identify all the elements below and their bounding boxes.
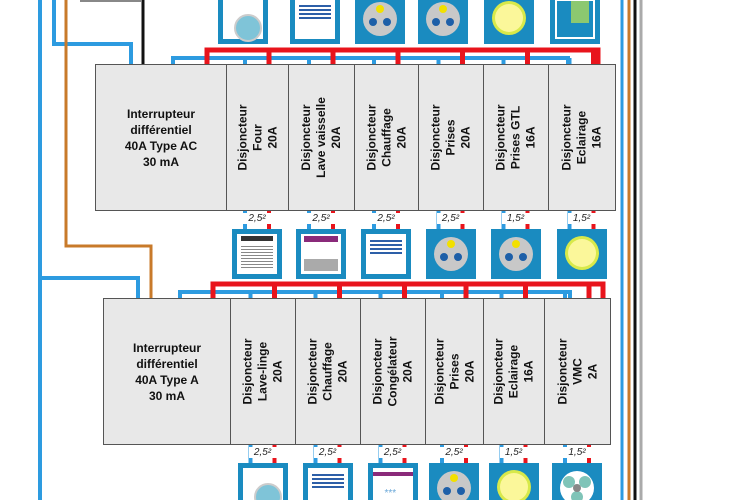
washing-machine-icon bbox=[218, 0, 268, 44]
heater-icon bbox=[290, 0, 340, 44]
breaker-type: Disjoncteur bbox=[235, 104, 250, 171]
differential-switch-row2[interactable]: Interrupteur différentiel 40A Type A 30 … bbox=[103, 298, 231, 445]
breaker-rating: 20A bbox=[329, 126, 344, 149]
cable-section-label: 1,5² bbox=[563, 447, 591, 458]
breaker-rating: 20A bbox=[458, 126, 473, 149]
socket-icon bbox=[425, 229, 476, 279]
breaker-rating: 16A bbox=[521, 360, 536, 383]
diff-line: Interrupteur bbox=[132, 340, 201, 355]
socket-icon bbox=[418, 0, 468, 44]
phase-bus-row2 bbox=[210, 281, 606, 298]
cable-section-label: 1,5² bbox=[499, 447, 528, 458]
breaker-type: Disjoncteur bbox=[370, 338, 385, 405]
dishwasher-icon bbox=[296, 229, 346, 279]
socket-icon bbox=[355, 0, 405, 44]
cable-section-label: 2,5² bbox=[307, 213, 335, 224]
breaker-circuit: Prises bbox=[447, 353, 462, 390]
breaker-type: Disjoncteur bbox=[299, 104, 314, 171]
differential-switch-row1[interactable]: Interrupteur différentiel 40A Type AC 30… bbox=[95, 64, 227, 211]
breaker-rating: 20A bbox=[462, 360, 477, 383]
phase-bus-row1 bbox=[204, 47, 601, 64]
diff-line: 40A Type A bbox=[135, 372, 199, 387]
breaker-circuit: Prises bbox=[443, 119, 458, 156]
breaker-type: Disjoncteur bbox=[305, 338, 320, 405]
breaker-rating: 20A bbox=[400, 360, 415, 383]
breaker-type: Disjoncteur bbox=[559, 104, 574, 171]
water-heater-icon bbox=[550, 0, 600, 44]
breaker-type: Disjoncteur bbox=[491, 338, 506, 405]
breaker-circuit: Lave vaisselle bbox=[314, 97, 329, 178]
cable-section-label: 2,5² bbox=[243, 213, 271, 224]
cable-section-label: 1,5² bbox=[567, 213, 596, 224]
breaker-type: Disjoncteur bbox=[428, 104, 443, 171]
neutral-bus-row2 bbox=[178, 290, 572, 298]
diff-line: 40A Type AC bbox=[124, 138, 198, 153]
light-bulb-icon bbox=[488, 463, 539, 500]
breaker-circuit: Eclairage bbox=[574, 110, 589, 165]
breaker-rating: 20A bbox=[394, 126, 409, 149]
cable-section-label: 1,5² bbox=[501, 213, 530, 224]
breaker-circuit: Eclairage bbox=[506, 344, 521, 399]
diff-line: Interrupteur bbox=[126, 106, 195, 121]
breaker-circuit: Lave-linge bbox=[255, 341, 270, 402]
breaker-circuit: Four bbox=[250, 124, 265, 151]
breaker-circuit: Chauffage bbox=[320, 342, 335, 401]
breaker-circuit: Chauffage bbox=[379, 108, 394, 167]
breaker-rating: 16A bbox=[523, 126, 538, 149]
breaker-rating: 16A bbox=[589, 126, 604, 149]
diff-line: 30 mA bbox=[148, 388, 185, 403]
diff-line: différentiel bbox=[130, 122, 192, 137]
neutral-wire-row2 bbox=[40, 276, 140, 298]
cable-section-label: 2,5² bbox=[378, 447, 407, 458]
neutral-wire-row1 bbox=[52, 0, 133, 64]
cable-section-label: 2,5² bbox=[248, 447, 277, 458]
cable-section-label: 2,5² bbox=[372, 213, 400, 224]
light-bulb-icon bbox=[556, 229, 607, 279]
cable-section-label: 2,5² bbox=[440, 447, 468, 458]
breaker-circuit: Prises GTL bbox=[508, 105, 523, 170]
heater-icon bbox=[302, 463, 353, 500]
breaker-type: Disjoncteur bbox=[555, 338, 570, 405]
breaker-type: Disjoncteur bbox=[364, 104, 379, 171]
oven-icon bbox=[232, 229, 282, 279]
fan-icon bbox=[552, 463, 602, 500]
freezer-icon: *** bbox=[367, 463, 418, 500]
heater-icon bbox=[361, 229, 411, 279]
light-bulb-icon bbox=[484, 0, 534, 44]
washing-machine-icon bbox=[237, 463, 288, 500]
breaker-type: Disjoncteur bbox=[493, 104, 508, 171]
breaker-circuit: VMC bbox=[570, 358, 585, 385]
breaker-type: Disjoncteur bbox=[432, 338, 447, 405]
breaker-type: Disjoncteur bbox=[240, 338, 255, 405]
cable-section-label: 2,5² bbox=[313, 447, 342, 458]
diff-line: 30 mA bbox=[142, 154, 180, 169]
socket-icon bbox=[490, 229, 541, 279]
breaker-rating: 20A bbox=[270, 360, 285, 383]
socket-icon bbox=[429, 463, 479, 500]
diff-line: différentiel bbox=[136, 356, 198, 371]
cable-section-label: 2,5² bbox=[436, 213, 465, 224]
breaker-circuit: Congélateur bbox=[385, 336, 400, 407]
earth-wire bbox=[64, 0, 153, 298]
breaker-rating: 20A bbox=[335, 360, 350, 383]
breaker-rating: 20A bbox=[265, 126, 280, 149]
breaker-rating: 2A bbox=[585, 363, 600, 380]
